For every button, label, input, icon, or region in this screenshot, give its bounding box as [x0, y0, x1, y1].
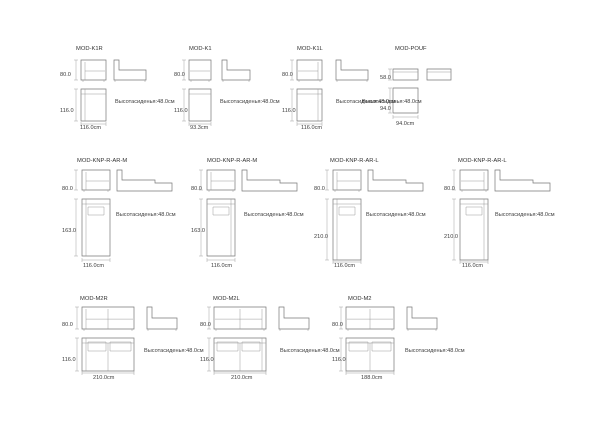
seat-height-label: Высотасиденья:48.0см — [144, 348, 204, 354]
seat-height-label: Высотасиденья:48.0см — [244, 212, 304, 218]
width-label: 116.0cm — [80, 125, 102, 131]
depth-label: 210.0 — [444, 234, 458, 240]
cushion-outline — [110, 342, 131, 351]
seat-height-label: Высотасиденья:48.0см — [405, 348, 465, 354]
cushion-outline — [242, 342, 260, 351]
k1r-front — [81, 60, 106, 80]
knp-b-front — [207, 170, 235, 190]
depth-label: 94.0 — [380, 106, 391, 112]
knp-b-plan — [207, 199, 235, 256]
knp-b-side — [242, 170, 297, 191]
depth-label: 210.0 — [314, 234, 328, 240]
seat-height-label: Высотасиденья:48.0см — [220, 99, 280, 105]
module-name: MOD-KNP-R-AR-L — [330, 158, 379, 164]
depth-label: 163.0 — [62, 228, 76, 234]
depth-label: 116.0 — [62, 357, 76, 363]
k1-plan — [189, 89, 211, 121]
depth-label: 116.0 — [332, 357, 346, 363]
m2r-side — [147, 307, 177, 329]
cushion-outline — [339, 207, 355, 215]
module-name: MOD-M2 — [348, 296, 372, 302]
module-name: MOD-K1 — [189, 46, 212, 52]
width-label: 210.0cm — [93, 375, 115, 381]
module-name: MOD-KNP-R-AR-L — [458, 158, 507, 164]
knp-d-side — [495, 170, 550, 191]
cushion-outline — [466, 207, 482, 215]
module-name: MOD-KNP-R-AR-M — [77, 158, 128, 164]
width-label: 116.0cm — [301, 125, 323, 131]
width-label: 188.0cm — [361, 375, 383, 381]
depth-label: 116.0 — [200, 357, 214, 363]
seat-height-label: Высотасиденья:48.0см — [362, 99, 422, 105]
knp-d-plan — [460, 199, 488, 260]
cushion-outline — [88, 342, 106, 351]
back-height-label: 80.0 — [200, 322, 211, 328]
depth-label: 116.0 — [282, 108, 296, 114]
k1l-side — [336, 60, 368, 80]
width-label: 116.0cm — [462, 263, 484, 269]
knp-a-side — [117, 170, 172, 191]
back-height-label: 80.0 — [60, 72, 71, 78]
module-name: MOD-K1R — [76, 46, 103, 52]
m2l-side — [279, 307, 309, 329]
width-label: 93.3cm — [190, 125, 209, 131]
width-label: 116.0cm — [83, 263, 105, 269]
cushion-outline — [349, 342, 368, 351]
module-name: MOD-M2L — [213, 296, 240, 302]
knp-a-front — [82, 170, 110, 190]
k1l-plan — [297, 89, 322, 121]
pouf-side — [427, 69, 451, 80]
back-height-label: 80.0 — [62, 322, 73, 328]
k1-side — [222, 60, 250, 80]
back-height-label: 80.0 — [332, 322, 343, 328]
k1r-side — [114, 60, 146, 80]
width-label: 116.0cm — [334, 263, 356, 269]
k1r-plan — [81, 89, 106, 121]
knp-d-front — [460, 170, 488, 190]
seat-height-label: Высотасиденья:48.0см — [366, 212, 426, 218]
back-height-label: 80.0 — [314, 186, 325, 192]
module-name: MOD-K1L — [297, 46, 323, 52]
depth-label: 116.0 — [60, 108, 74, 114]
width-label: 210.0cm — [231, 375, 253, 381]
k1l-front — [297, 60, 322, 80]
knp-c-side — [368, 170, 423, 191]
back-height-label: 80.0 — [191, 186, 202, 192]
back-height-label: 80.0 — [444, 186, 455, 192]
knp-c-front — [333, 170, 361, 190]
back-height-label: 80.0 — [174, 72, 185, 78]
seat-height-label: Высотасиденья:48.0см — [116, 212, 176, 218]
seat-height-label: Высотасиденья:48.0см — [495, 212, 555, 218]
pouf-front — [393, 69, 418, 80]
cushion-outline — [372, 342, 391, 351]
k1-front — [189, 60, 211, 80]
back-height-label: 80.0 — [62, 186, 73, 192]
cushion-outline — [88, 207, 104, 215]
module-name: MOD-M2R — [80, 296, 108, 302]
module-name: MOD-POUF — [395, 46, 427, 52]
seat-height-label: Высотасиденья:48.0см — [280, 348, 340, 354]
m2-side — [407, 307, 437, 329]
knp-c-plan — [333, 199, 361, 260]
module-name: MOD-KNP-R-AR-M — [207, 158, 258, 164]
width-label: 116.0cm — [211, 263, 233, 269]
cushion-outline — [217, 342, 238, 351]
seat-height-label: Высотасиденья:48.0см — [115, 99, 175, 105]
knp-a-plan — [82, 199, 110, 256]
pouf-plan — [393, 88, 418, 113]
depth-label: 116.0 — [174, 108, 188, 114]
width-label: 94.0cm — [396, 121, 415, 127]
cushion-outline — [213, 207, 229, 215]
back-height-label: 58.0 — [380, 75, 391, 81]
back-height-label: 80.0 — [282, 72, 293, 78]
seat-height-label: Высотасиденья:48.0см — [336, 99, 396, 105]
depth-label: 163.0 — [191, 228, 205, 234]
